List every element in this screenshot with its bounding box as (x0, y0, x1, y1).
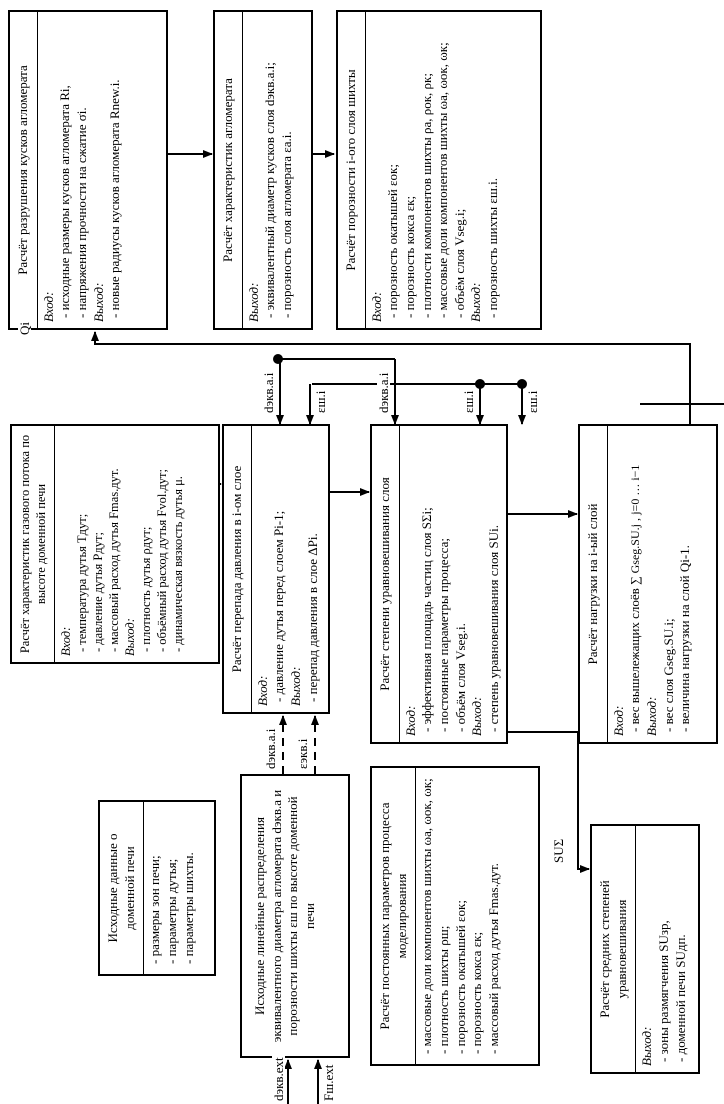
line-q (640, 47, 724, 405)
init-data-box: Исходные данные о доменной печи размеры … (98, 800, 216, 976)
destruction-title: Расчёт разрушения кусков агломерата (10, 12, 38, 328)
load-box: Расчёт нагрузки на i-ый слой Вход: вес в… (578, 424, 718, 744)
label-d-equil: dэкв.а.i (376, 371, 391, 414)
constants-list: массовые доли компонентов шихты ωа, ωок,… (419, 774, 502, 1058)
gas-flow-box: Расчёт характеристик газового потока по … (10, 424, 220, 664)
equilibrium-box: Расчёт степени уравновешивания слоя Вход… (370, 424, 508, 744)
constants-box: Расчёт постоянных параметров процесса мо… (370, 766, 540, 1066)
sum-formula: ∑ Gseg.SU.j , (628, 518, 643, 585)
distributions-box: Исходные линейные распределения эквивале… (240, 774, 350, 1058)
init-data-title: Исходные данные о доменной печи (100, 802, 145, 974)
label-d-press: dэкв.а.i (261, 371, 276, 414)
label-eps-load: εш.i (525, 389, 540, 414)
label-eps-press: εш.i (313, 389, 328, 414)
avg-levels-box: Расчёт средних степеней уравновешивания … (590, 824, 700, 1074)
load-title: Расчёт нагрузки на i-ый слой (580, 426, 608, 742)
porosity-box: Расчёт порозности i-ого слоя шихты Вход:… (336, 10, 542, 330)
label-su: SUΣ (551, 837, 566, 864)
equilibrium-title: Расчёт степени уравновешивания слоя (372, 426, 400, 742)
label-d-dist: dэкв.а.i (263, 727, 278, 770)
destruction-box: Расчёт разрушения кусков агломерата Вход… (8, 10, 168, 330)
avg-levels-output-label: Выход: (639, 1026, 655, 1066)
label-q: Qi (17, 321, 32, 336)
constants-title: Расчёт постоянных параметров процесса мо… (372, 768, 417, 1064)
label-f-ext: Fш.ext (321, 1063, 336, 1102)
gas-flow-output-list: плотность дутья ρдут;объёмный расход дут… (138, 432, 186, 656)
list-item: плотность дутья ρдут; (138, 432, 154, 652)
list-item: динамическая вязкость дутья μ. (170, 432, 186, 652)
label-d-ext: dэкв.ext (271, 1056, 286, 1102)
gas-flow-title: Расчёт характеристик газового потока по … (12, 426, 55, 662)
gas-flow-output-label: Выход: (123, 618, 137, 656)
sum-limits: j=0 … i−1 (628, 464, 643, 515)
distributions-title: Исходные линейные распределения эквивале… (252, 789, 317, 1043)
pressure-drop-title: Расчёт перепада давления в i-ом слое (224, 426, 252, 712)
label-eps-dist: εэкв.i (295, 737, 310, 770)
characteristics-box: Расчёт характеристик агломерата Выход: э… (213, 10, 313, 330)
pressure-drop-box: Расчёт перепада давления в i-ом слое Вхо… (222, 424, 330, 714)
init-data-list: размеры зон печи; параметры дутья; парам… (147, 808, 197, 968)
avg-levels-title: Расчёт средних степеней уравновешивания (592, 826, 637, 1072)
characteristics-title: Расчёт характеристик агломерата (215, 12, 243, 328)
list-item: объёмный расход дутья Fvol.дут; (154, 432, 170, 652)
label-eps-equil: εш.i (461, 389, 476, 414)
line-q-feed (94, 334, 691, 424)
porosity-title: Расчёт порозности i-ого слоя шихты (338, 12, 366, 328)
